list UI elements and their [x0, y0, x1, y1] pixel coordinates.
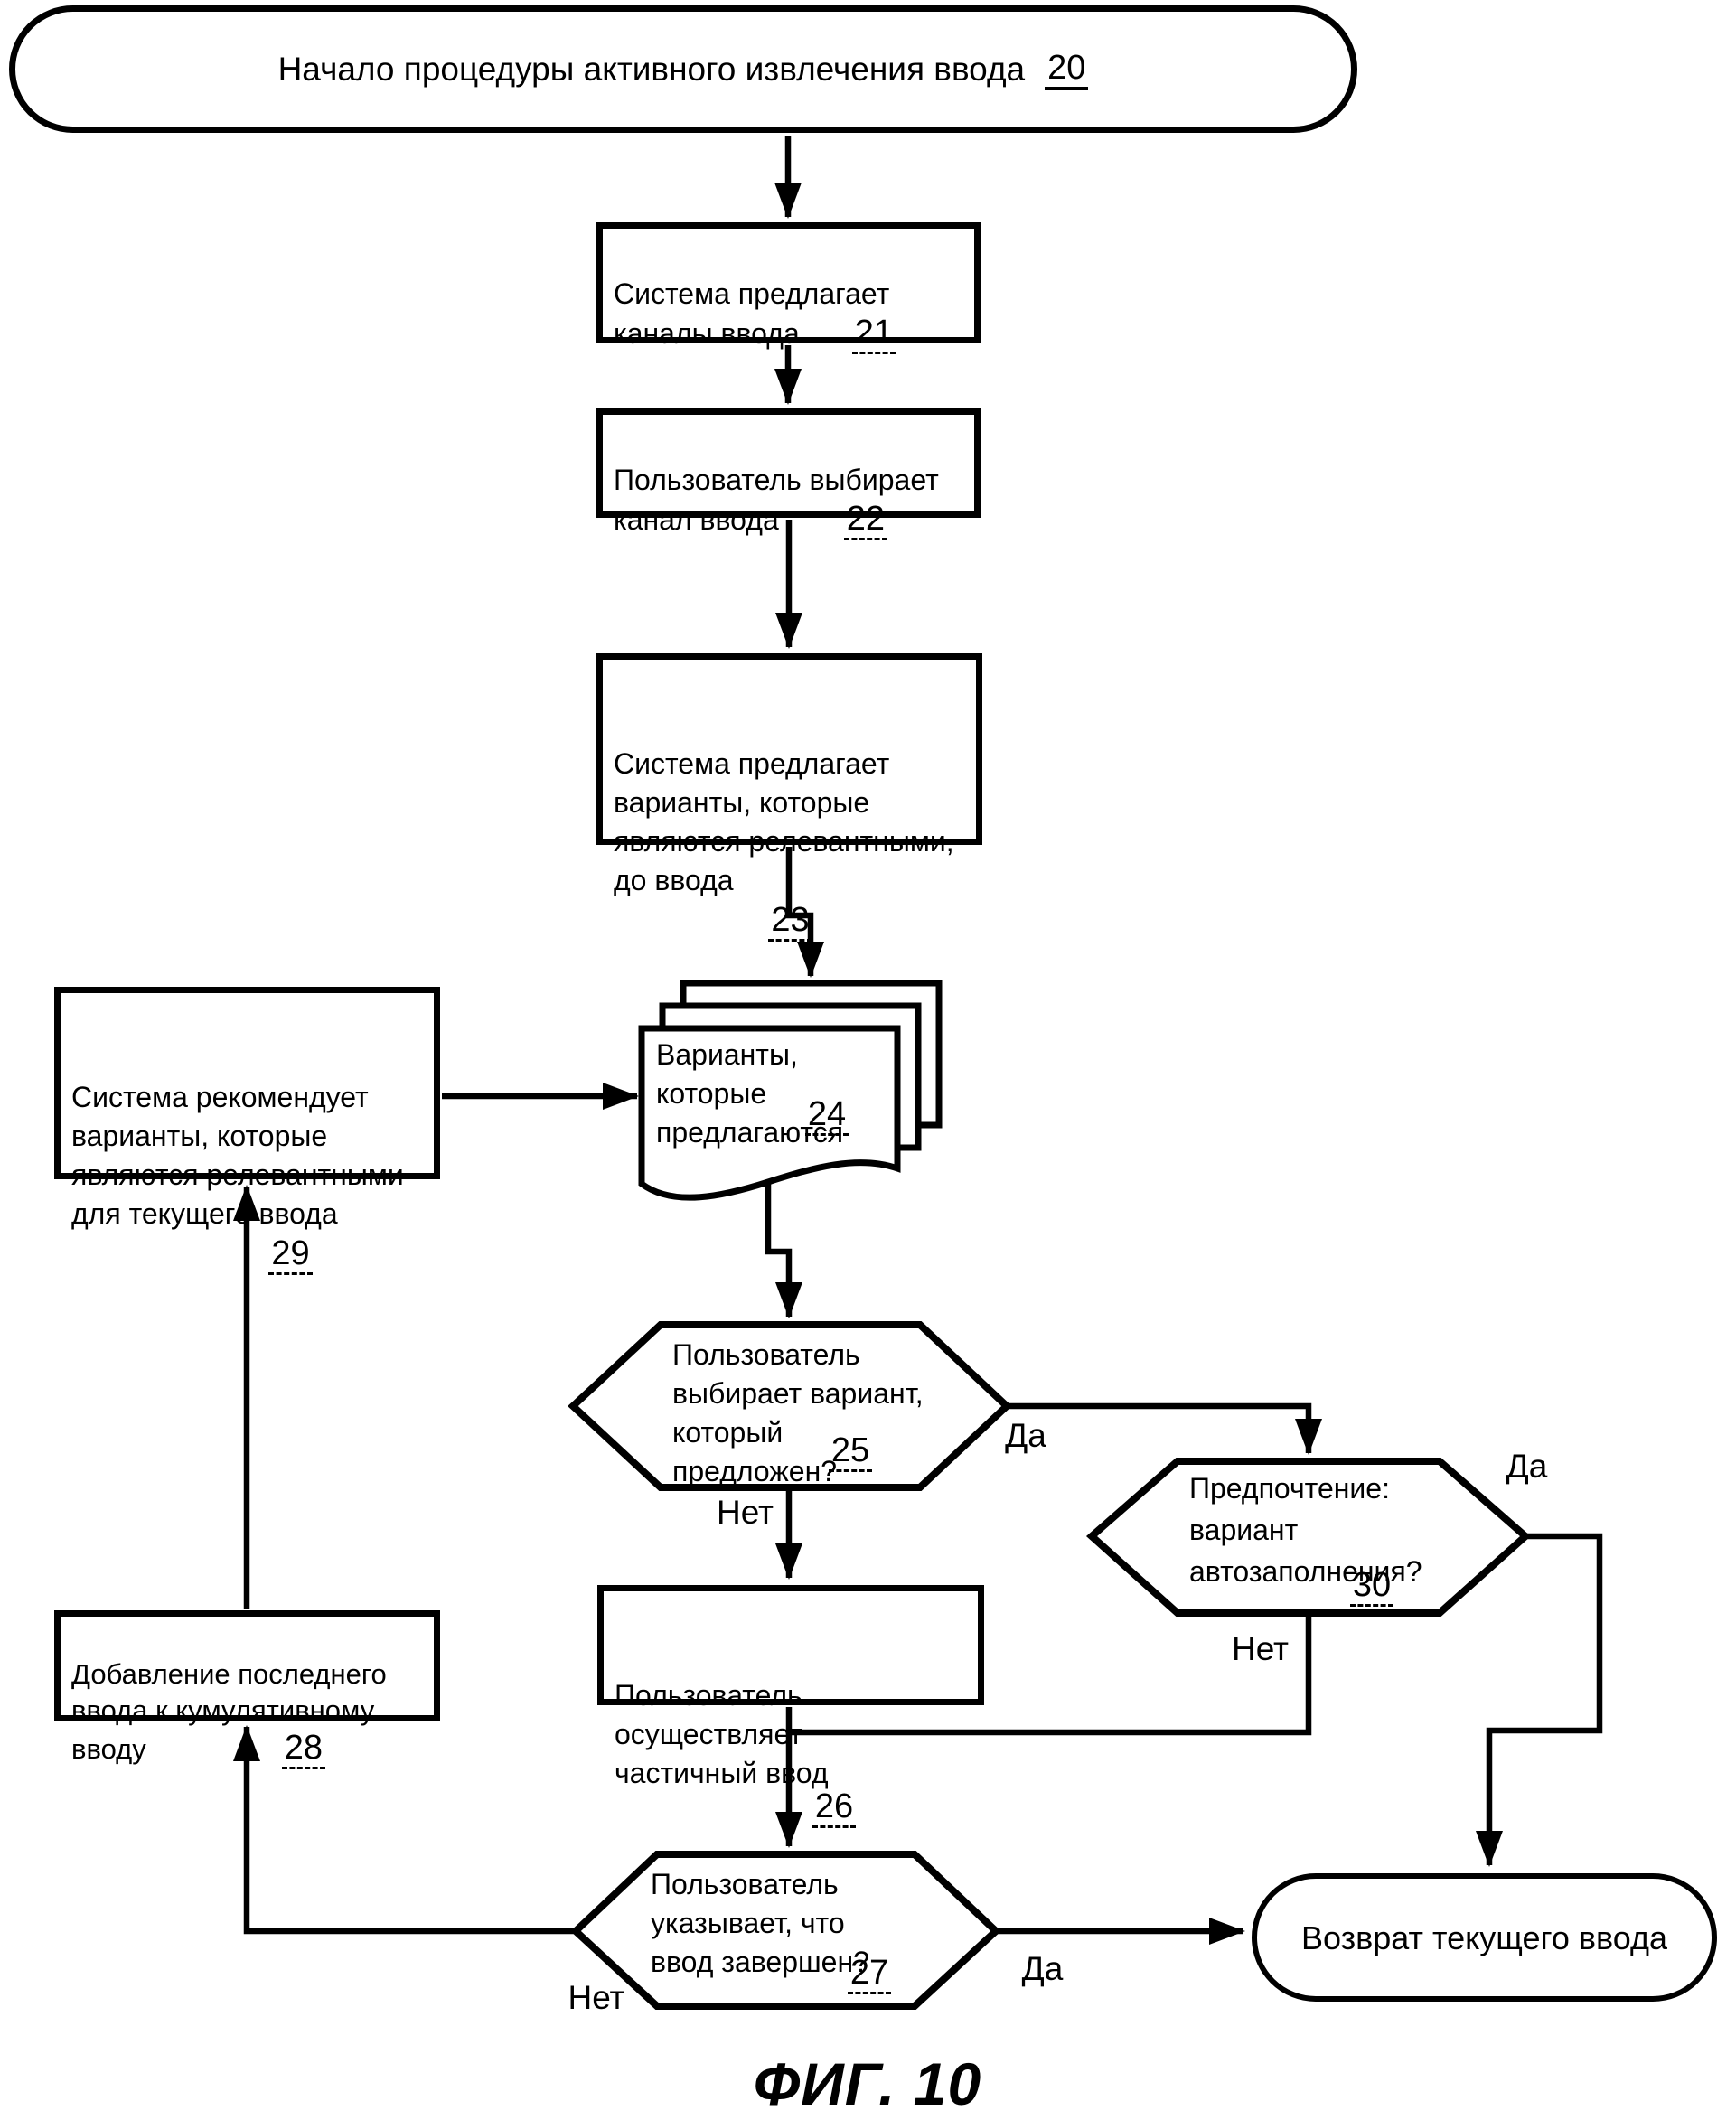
- node-23-system-offers-options-before-input: Система предлагает варианты, которые явл…: [596, 653, 982, 942]
- node-29-ref: 29: [268, 1234, 313, 1275]
- node-22-label: Пользователь выбирает канал ввода: [614, 464, 939, 536]
- node-return-terminator: Возврат текущего ввода: [1252, 1873, 1717, 2002]
- node-24-ref-wrap: 24: [793, 1095, 860, 1136]
- node-30-ref: 30: [1349, 1566, 1394, 1607]
- edge-27-no-to-28: [233, 1725, 576, 1935]
- edge-23-to-24: [785, 847, 824, 978]
- node-25-ref-wrap: 25: [818, 1431, 883, 1472]
- decision-30-autofill-preference: [1085, 1458, 1532, 1617]
- node-29-system-recommends-options: Система рекомендует варианты, которые яв…: [54, 987, 440, 1275]
- node-23-label: Система предлагает варианты, которые явл…: [614, 747, 954, 896]
- edge-label-yes-25: Да: [1005, 1417, 1046, 1454]
- node-start-ref: 20: [1045, 49, 1089, 90]
- node-28-label: Добавление последнего ввода к кумулятивн…: [71, 1658, 387, 1765]
- node-28-ref: 28: [281, 1729, 326, 1769]
- node-25-ref: 25: [828, 1431, 873, 1472]
- edge-label-no-25: Нет: [716, 1494, 774, 1531]
- edge-24-to-25: [765, 1182, 802, 1318]
- node-26-user-partial-input: Пользователь осуществляет частичный ввод…: [597, 1585, 984, 1828]
- edge-30-no-merge: [792, 1615, 1312, 1736]
- decision-27-input-complete: [570, 1851, 1001, 2010]
- node-22-ref: 22: [843, 500, 888, 540]
- node-30-ref-wrap: 30: [1339, 1566, 1404, 1607]
- decision-25-user-selects-option: [568, 1321, 1012, 1491]
- node-26-ref: 26: [812, 1787, 857, 1828]
- node-return-label: Возврат текущего ввода: [1301, 1918, 1667, 1956]
- node-26-label: Пользователь осуществляет частичный ввод: [615, 1679, 829, 1789]
- document-sheet-front: [638, 1025, 901, 1201]
- node-24-ref: 24: [804, 1095, 849, 1136]
- edge-label-no-27: Нет: [568, 1979, 625, 2016]
- node-29-label: Система рекомендует варианты, которые яв…: [71, 1081, 404, 1230]
- node-21-ref: 21: [851, 314, 896, 354]
- edge-25-yes-to-30: [1007, 1402, 1322, 1455]
- node-27-ref-wrap: 27: [837, 1954, 902, 1994]
- node-28-append-last-input: Добавление последнего ввода к кумулятивн…: [54, 1610, 440, 1769]
- node-23-ref: 23: [768, 901, 812, 942]
- node-27-label: Пользователь указывает, что ввод заверше…: [651, 1868, 869, 1978]
- node-21-label: Система предлагает каналы ввода: [614, 277, 890, 350]
- figure-caption: ФИГ. 10: [753, 2050, 982, 2117]
- edge-label-no-30: Нет: [1231, 1630, 1289, 1667]
- edge-30-yes-to-return: [1476, 1533, 1603, 1867]
- node-30-label: Предпочтение: вариант автозаполнения?: [1189, 1472, 1422, 1588]
- node-25-label: Пользователь выбирает вариант, который п…: [672, 1338, 924, 1487]
- edge-label-yes-27: Да: [1021, 1950, 1064, 1987]
- edge-label-yes-30: Да: [1506, 1448, 1548, 1485]
- node-27-ref: 27: [847, 1954, 892, 1994]
- node-start-terminator: Начало процедуры активного извлечения вв…: [9, 5, 1357, 133]
- node-start-label: Начало процедуры активного извлечения вв…: [277, 51, 1026, 88]
- node-24-label: Варианты, которые предлагаются: [656, 1038, 844, 1149]
